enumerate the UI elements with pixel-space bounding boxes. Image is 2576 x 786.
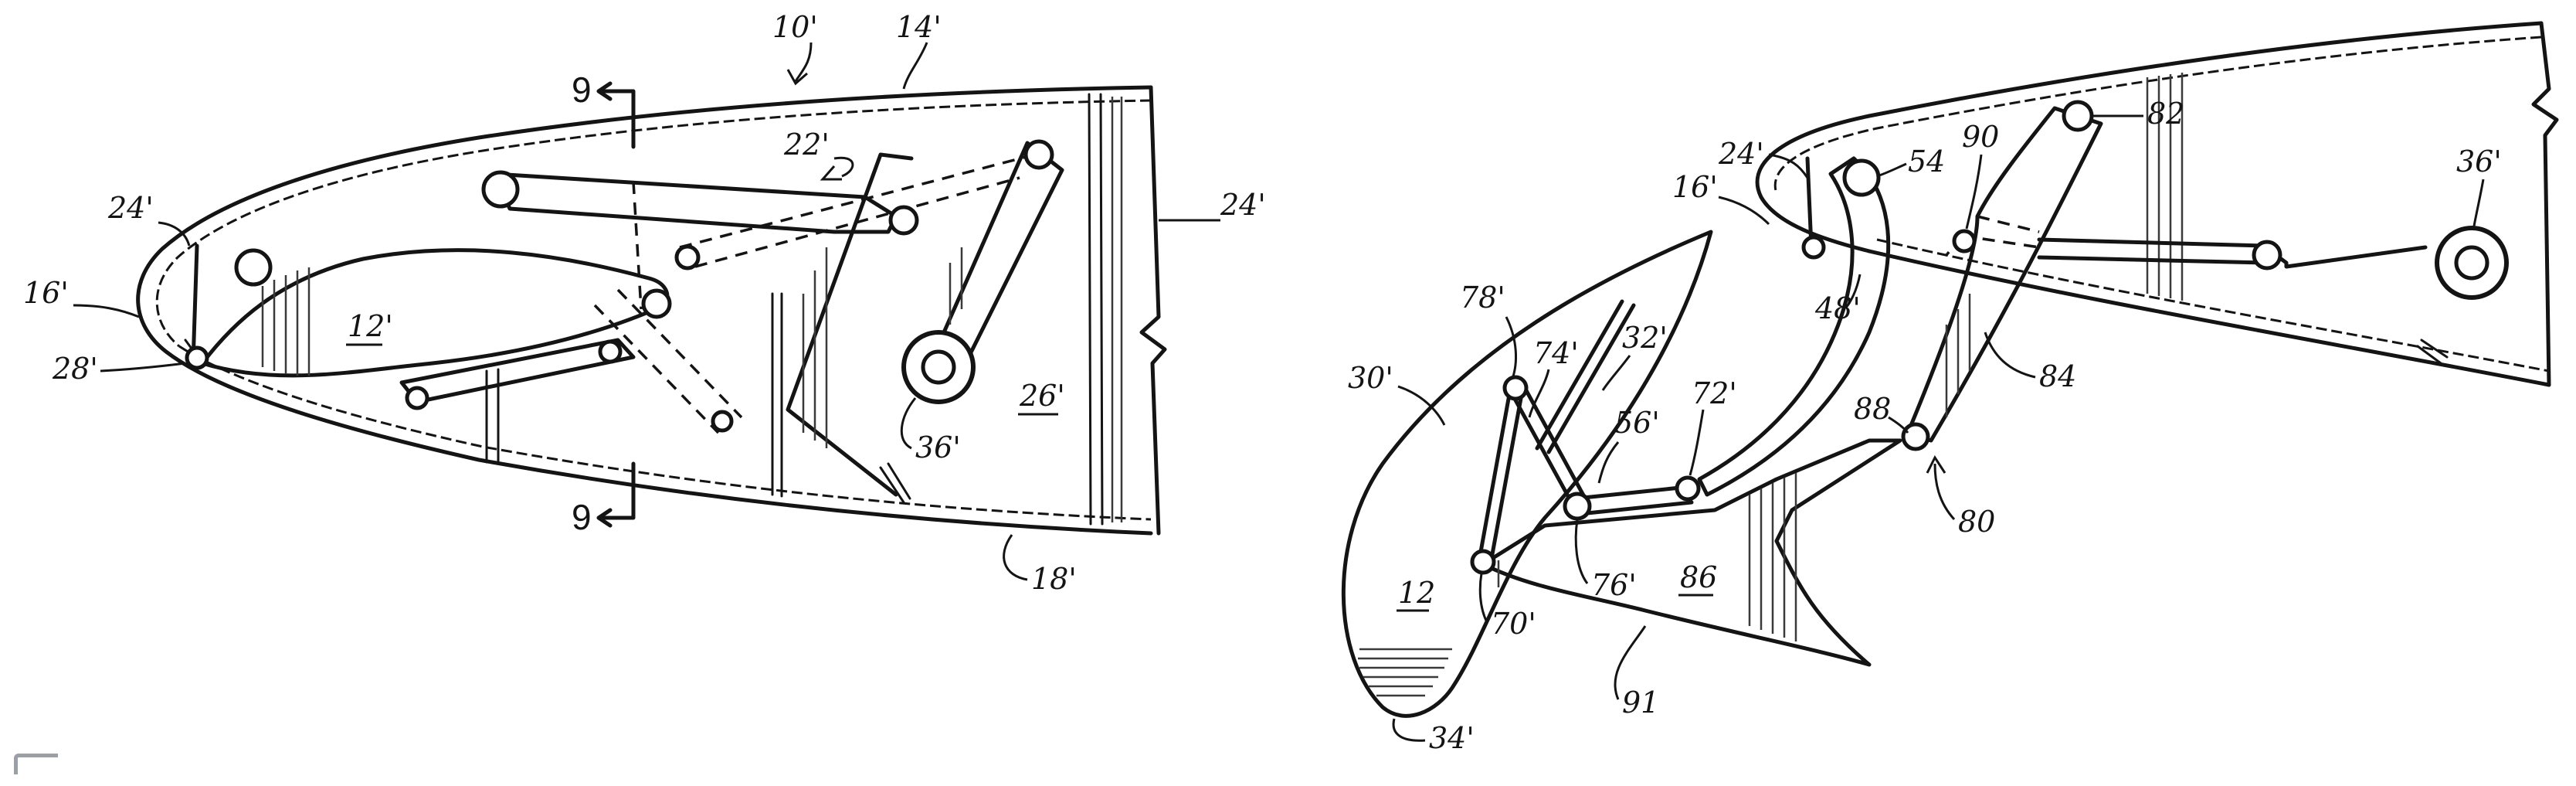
svg-text:9: 9: [572, 497, 592, 537]
left-stub: [879, 462, 911, 504]
right-pin-72: [1675, 475, 1701, 502]
left-pin-strut: [598, 339, 623, 364]
right-wing-upper-skin: [1773, 36, 2542, 194]
svg-text:74': 74': [1533, 336, 1579, 370]
left-upper-link: [492, 172, 898, 234]
svg-text:12': 12': [348, 309, 393, 343]
left-lower-skin: [178, 345, 1152, 521]
svg-text:86: 86: [1680, 560, 1717, 594]
right-brace: [1906, 106, 2103, 443]
right-wing-upper: [1755, 21, 2544, 253]
right-labels: 78' 30' 74' 32' 72' 56' 70' 76' 86 12 34…: [1348, 97, 2502, 755]
right-curved-arm: [1697, 156, 1891, 497]
right-pin-82: [2062, 100, 2094, 132]
svg-text:16': 16': [23, 276, 69, 310]
right-drive-rod: [2037, 237, 2428, 269]
svg-text:82: 82: [2147, 97, 2184, 131]
svg-text:30': 30': [1348, 361, 1393, 395]
svg-text:91: 91: [1622, 686, 1659, 720]
svg-text:9: 9: [572, 70, 592, 110]
svg-text:34': 34': [1429, 721, 1475, 755]
svg-text:88: 88: [1854, 392, 1891, 426]
left-upper-skin: [155, 99, 1152, 348]
svg-text:72': 72': [1692, 376, 1737, 410]
right-link-56: [1573, 485, 1694, 516]
right-drive-shaft: [2454, 245, 2489, 281]
svg-text:80: 80: [1958, 505, 1995, 539]
svg-text:14': 14': [896, 10, 942, 44]
svg-text:36': 36': [2456, 145, 2502, 179]
right-stub: [2416, 339, 2449, 365]
svg-text:36': 36': [915, 430, 961, 464]
left-pin-crank-top: [1023, 139, 1054, 170]
left-figure: 9 9 10' 14' 22' 24' 24' 16' 28' 12' 26': [23, 10, 1266, 596]
svg-text:56': 56': [1614, 406, 1660, 440]
right-pin-76: [1563, 492, 1592, 521]
right-pin-88: [1901, 422, 1930, 451]
left-crank-plate: [786, 152, 914, 497]
right-front-spar: [1805, 156, 1814, 250]
left-break-line: [1139, 85, 1167, 536]
right-brace-hatching: [1945, 294, 1971, 417]
right-slat-hatching: [1358, 648, 1452, 697]
left-pin-upper: [481, 170, 520, 209]
right-pin-78: [1502, 375, 1529, 401]
right-edge-32: [1535, 299, 1636, 454]
svg-text:24': 24': [1718, 137, 1764, 171]
svg-text:10': 10': [772, 10, 818, 44]
left-pin-dashed: [674, 244, 701, 271]
left-pin-mid: [641, 288, 672, 319]
right-break-line: [2531, 21, 2559, 387]
right-pin-70: [1470, 549, 1496, 575]
left-rear-spar: [1088, 93, 1104, 526]
svg-text:26': 26': [1019, 379, 1065, 413]
svg-text:28': 28': [52, 352, 98, 386]
section-marker-top: 9: [572, 70, 636, 149]
svg-text:78': 78': [1460, 281, 1505, 315]
svg-text:24': 24': [107, 191, 154, 225]
svg-text:16': 16': [1672, 170, 1718, 204]
right-wing-lower: [1867, 249, 2551, 387]
left-front-spar: [191, 243, 199, 366]
svg-text:22': 22': [783, 128, 830, 162]
svg-text:54: 54: [1908, 145, 1945, 179]
right-pin-90: [1952, 229, 1977, 253]
left-pin-front: [234, 248, 273, 287]
svg-text:18': 18': [1031, 562, 1077, 596]
left-pin-low: [405, 386, 429, 410]
svg-text:12: 12: [1398, 576, 1435, 610]
svg-text:24': 24': [1220, 188, 1266, 222]
right-pin-spar: [1801, 235, 1826, 260]
left-slat-body: [200, 248, 670, 378]
right-pin-rod: [2252, 240, 2282, 271]
svg-text:76': 76': [1591, 568, 1637, 602]
right-slat-body: [1341, 230, 1713, 718]
right-link-left: [1477, 388, 1524, 565]
left-airfoil-outline: [136, 85, 1153, 536]
svg-text:70': 70': [1491, 607, 1536, 641]
left-pin-nose: [185, 345, 209, 370]
right-figure: 78' 30' 74' 32' 72' 56' 70' 76' 86 12 34…: [1341, 21, 2559, 755]
svg-text:32': 32': [1622, 321, 1668, 355]
left-drive-shaft: [921, 349, 956, 385]
left-crank-hatching: [802, 247, 963, 448]
left-slat-hatching: [261, 267, 311, 376]
left-labels: 10' 14' 22' 24' 24' 16' 28' 12' 26' 36' …: [23, 10, 1266, 596]
right-panel: [1481, 438, 1902, 667]
left-dashed-vertical: [632, 181, 643, 310]
svg-text:84: 84: [2039, 359, 2076, 393]
left-pin-dashed-low: [711, 410, 734, 433]
right-pin-54: [1842, 158, 1881, 197]
right-panel-hatching: [1497, 473, 1797, 641]
svg-text:90: 90: [1962, 120, 1999, 154]
left-pin-link-end: [888, 205, 919, 236]
section-marker-bottom: 9: [572, 461, 636, 537]
page-corner-mark: [14, 754, 58, 774]
